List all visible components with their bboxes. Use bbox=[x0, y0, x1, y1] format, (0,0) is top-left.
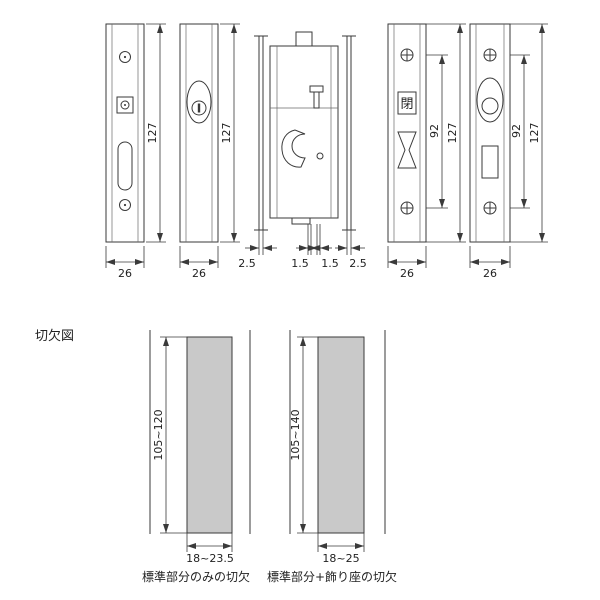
dim-label: 2.5 bbox=[238, 257, 256, 270]
dim-cylinder-inner-width: 26 bbox=[179, 246, 219, 280]
cutout-area bbox=[317, 336, 365, 534]
case-top-tab bbox=[295, 31, 313, 47]
cutout-caption: 標準部分のみの切欠 bbox=[142, 569, 250, 584]
screw-hole-icon bbox=[119, 51, 131, 63]
key-cylinder-icon bbox=[191, 100, 207, 116]
dim-label: 26 bbox=[192, 267, 206, 280]
latch-slot-icon bbox=[117, 141, 133, 191]
lock-case-outline bbox=[269, 45, 339, 219]
dim-outer-width: 26 bbox=[469, 246, 511, 280]
dim-label: 92 bbox=[510, 124, 523, 138]
strike-plate-outline bbox=[105, 23, 145, 243]
plate-outline bbox=[469, 23, 511, 243]
plate-outline bbox=[387, 23, 427, 243]
dim-label: 2.5 bbox=[349, 257, 367, 270]
escutcheon-oval-icon bbox=[186, 80, 212, 124]
cutout-diagram-standard: 105~120 18~23.5 標準部分のみの切欠 bbox=[142, 330, 251, 584]
dim-strike-height: 127 bbox=[146, 23, 166, 243]
dim-thumbturn-width: 26 bbox=[387, 246, 427, 280]
dim-outer-screwspan: 92 bbox=[510, 54, 530, 209]
key-cylinder-icon bbox=[481, 97, 499, 115]
dim-label: 26 bbox=[483, 267, 497, 280]
indicator-window bbox=[397, 91, 417, 115]
pull-opening bbox=[481, 145, 499, 179]
lock-case-side-view bbox=[254, 31, 356, 231]
escutcheon-oval-icon bbox=[476, 77, 504, 123]
indicator-closed-label: 閉 bbox=[400, 97, 413, 112]
dim-label: 127 bbox=[146, 123, 159, 144]
cutout-area bbox=[186, 336, 233, 534]
cutout-caption: 標準部分+飾り座の切欠 bbox=[267, 569, 397, 584]
dim-label: 26 bbox=[118, 267, 132, 280]
thumbturn-plate-view: 閉 bbox=[387, 23, 427, 243]
dim-label: 127 bbox=[220, 123, 233, 144]
strike-plate-view bbox=[105, 23, 145, 243]
spindle-icon bbox=[313, 91, 320, 109]
keyway-icon bbox=[197, 103, 201, 113]
cutout-height-label: 105~140 bbox=[289, 409, 302, 460]
dim-label: 26 bbox=[400, 267, 414, 280]
dim-label: 127 bbox=[528, 123, 541, 144]
cutout-height-label: 105~120 bbox=[152, 409, 165, 460]
section-title: 切欠図 bbox=[35, 328, 74, 344]
dim-thumbturn-height: 127 bbox=[426, 23, 466, 243]
dim-thumbturn-screwspan: 92 bbox=[426, 54, 448, 209]
cutout-width-label: 18~23.5 bbox=[186, 552, 234, 565]
outer-cylinder-plate-view bbox=[469, 23, 511, 243]
dim-strike-width: 26 bbox=[105, 246, 145, 280]
thumbturn-knob-icon bbox=[397, 131, 417, 169]
dim-case-thicknesses: 2.5 1.5 1.5 2.5 bbox=[238, 224, 367, 270]
cutout-diagram-decorated: 105~140 18~25 標準部分+飾り座の切欠 bbox=[267, 330, 397, 584]
dim-outer-height: 127 bbox=[510, 23, 548, 243]
dim-label: 1.5 bbox=[321, 257, 339, 270]
plate-outline bbox=[179, 23, 219, 243]
case-bottom-tab bbox=[291, 217, 311, 225]
hook-latch-icon bbox=[281, 129, 306, 168]
dim-cylinder-inner-height: 127 bbox=[220, 23, 240, 243]
screw-hole-icon bbox=[119, 199, 131, 211]
dim-label: 92 bbox=[428, 124, 441, 138]
dim-label: 127 bbox=[446, 123, 459, 144]
keyhole-square-icon bbox=[116, 96, 134, 114]
inner-cylinder-plate-view bbox=[179, 23, 219, 243]
case-screw-icon bbox=[316, 152, 324, 160]
dim-label: 1.5 bbox=[291, 257, 309, 270]
spindle-cap-icon bbox=[309, 85, 324, 93]
cutout-width-label: 18~25 bbox=[322, 552, 359, 565]
